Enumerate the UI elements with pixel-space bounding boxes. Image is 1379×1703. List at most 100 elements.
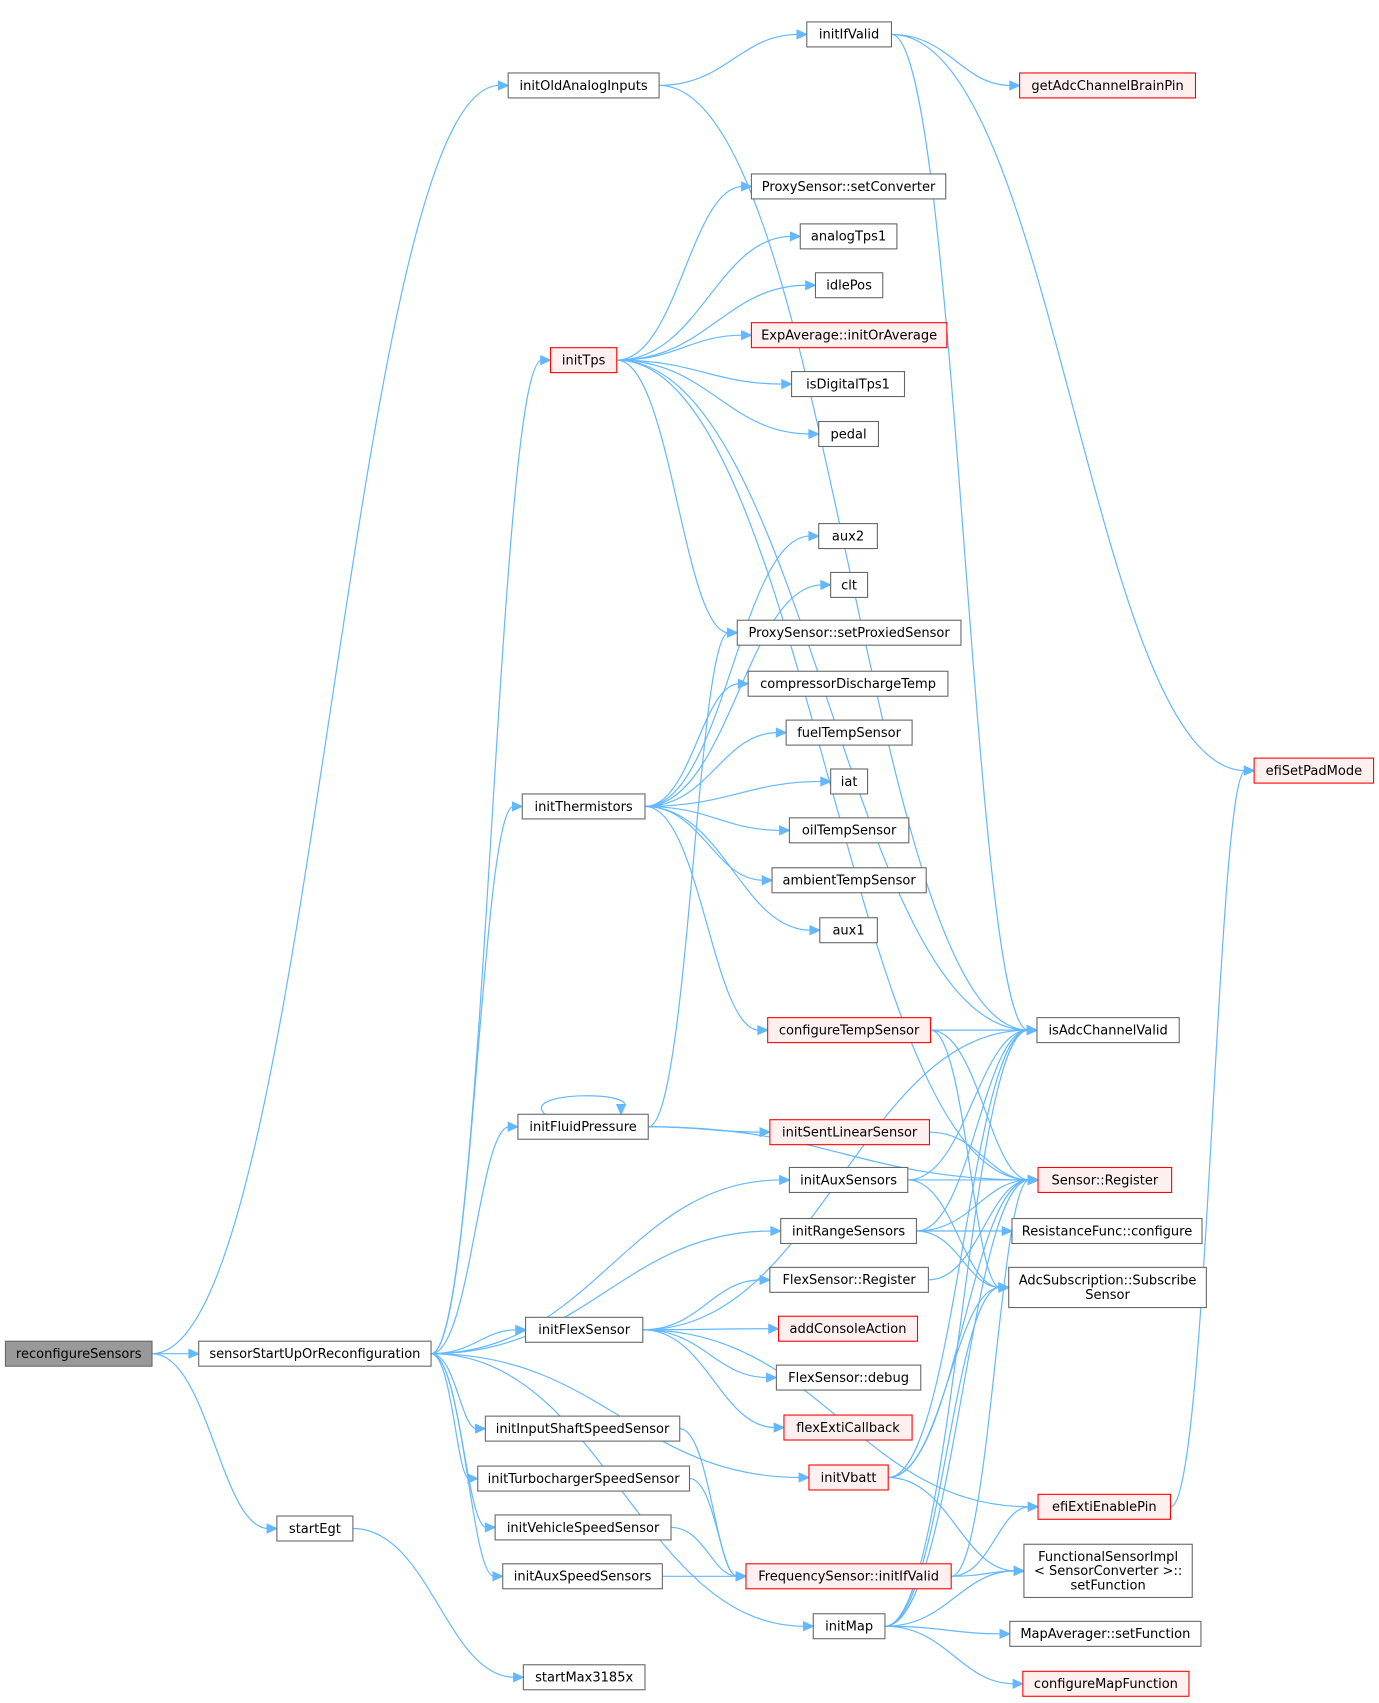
node-label: initVehicleSpeedSensor <box>507 1521 660 1536</box>
node-label: < SensorConverter >:: <box>1034 1564 1182 1579</box>
node-box <box>806 21 893 48</box>
node-initifvalid[interactable]: initIfValid <box>806 21 893 48</box>
node-isadcchannelvalid[interactable]: isAdcChannelValid <box>1036 1017 1180 1044</box>
node-initthermistors[interactable]: initThermistors <box>521 793 646 820</box>
node-label: startMax3185x <box>535 1671 633 1686</box>
node-proxysensor-setproxiedsensor[interactable]: ProxySensor::setProxiedSensor <box>736 619 962 646</box>
node-analogtps1[interactable]: analogTps1 <box>799 223 898 250</box>
node-initmap[interactable]: initMap <box>812 1613 886 1640</box>
node-initrangesensors[interactable]: initRangeSensors <box>780 1217 917 1245</box>
node-box <box>775 1364 922 1391</box>
arrowhead-icon <box>497 80 510 91</box>
edge-initflexsensor-to-addconsoleaction <box>642 1328 770 1331</box>
node-label: AdcSubscription::Subscribe <box>1019 1274 1197 1289</box>
node-sensorstartuporreconfiguration[interactable]: sensorStartUpOrReconfiguration <box>198 1340 432 1367</box>
edge-initvehiclespeedsensor-to-frequencysensor-initifvalid <box>671 1526 738 1577</box>
node-mapaverager-setfunction[interactable]: MapAverager::setFunction <box>1009 1620 1202 1647</box>
node-ambienttempsensor[interactable]: ambientTempSensor <box>771 867 927 894</box>
node-initfluidpressure[interactable]: initFluidPressure <box>517 1113 649 1140</box>
node-label: startEgt <box>289 1522 341 1537</box>
node-fueltempsensor[interactable]: fuelTempSensor <box>785 719 913 746</box>
arrowhead-icon <box>781 378 793 390</box>
edges-layer <box>152 29 1256 1689</box>
node-flexexticallback[interactable]: flexExtiCallback <box>783 1414 913 1441</box>
arrowhead-icon <box>761 875 774 886</box>
edge-initturbochargerspeedsensor-to-frequencysensor-initifvalid <box>689 1477 738 1577</box>
node-pedal[interactable]: pedal <box>818 420 879 448</box>
node-resistancefunc-configure[interactable]: ResistanceFunc::configure <box>1011 1217 1203 1245</box>
arrowhead-icon <box>737 678 750 689</box>
node-isdigitaltps1[interactable]: isDigitalTps1 <box>791 371 906 398</box>
node-initauxsensors[interactable]: initAuxSensors <box>788 1166 909 1193</box>
edge-initthermistors-to-ambienttempsensor <box>644 805 764 881</box>
node-efisetpadmode[interactable]: efiSetPadMode <box>1253 757 1375 784</box>
node-proxysensor-setconverter[interactable]: ProxySensor::setConverter <box>750 173 947 200</box>
node-startegt[interactable]: startEgt <box>276 1515 354 1542</box>
node-box <box>1011 1217 1203 1245</box>
node-flexsensor-debug[interactable]: FlexSensor::debug <box>775 1364 922 1391</box>
node-initauxspeedsensors[interactable]: initAuxSpeedSensors <box>502 1563 663 1590</box>
node-aux1[interactable]: aux1 <box>819 917 878 944</box>
node-inittps[interactable]: initTps <box>549 347 618 374</box>
node-box <box>549 347 618 374</box>
node-efiextienablepin[interactable]: efiExtiEnablePin <box>1037 1493 1172 1520</box>
node-label: FlexSensor::debug <box>788 1371 909 1386</box>
arrowhead-icon <box>802 1621 815 1632</box>
node-functionalsensorimpl-setfunction[interactable]: FunctionalSensorImpl< SensorConverter >:… <box>1023 1543 1193 1599</box>
arrowhead-icon <box>513 1672 525 1683</box>
node-aux2[interactable]: aux2 <box>818 523 878 550</box>
edge-initrangesensors-to-adcsubscription-subscribesensor <box>916 1230 1001 1289</box>
node-box <box>788 1166 909 1193</box>
node-getadcchannelbrainpin[interactable]: getAdcChannelBrainPin <box>1019 72 1197 99</box>
node-initsentlinearsensor[interactable]: initSentLinearSensor <box>769 1119 931 1146</box>
node-initflexsensor[interactable]: initFlexSensor <box>524 1316 644 1343</box>
edge-initifvalid-to-isadcchannelvalid <box>891 33 1029 1031</box>
edge-initmap-to-adcsubscription-subscribesensor <box>884 1286 1001 1627</box>
arrowhead-icon <box>796 29 809 40</box>
node-iat[interactable]: iat <box>830 768 869 795</box>
node-clt[interactable]: clt <box>830 571 869 598</box>
node-flexsensor-register[interactable]: FlexSensor::Register <box>769 1266 929 1293</box>
node-expaverage-initoraverage[interactable]: ExpAverage::initOrAverage <box>750 322 948 349</box>
arrowhead-icon <box>808 530 821 542</box>
node-initvbatt[interactable]: initVbatt <box>808 1464 889 1491</box>
node-compressordischargetemp[interactable]: compressorDischargeTemp <box>747 670 949 697</box>
edge-initmap-to-configuremapfunction <box>884 1625 1015 1685</box>
node-label: getAdcChannelBrainPin <box>1031 79 1183 94</box>
arrowhead-icon <box>726 627 739 638</box>
node-idlepos[interactable]: idlePos <box>814 272 884 299</box>
arrowhead-icon <box>540 354 552 366</box>
edge-sensorstartuporreconfiguration-to-initfluidpressure <box>431 1126 510 1355</box>
node-initinputshaftspeedsensor[interactable]: initInputShaftSpeedSensor <box>484 1415 681 1442</box>
edge-inittps-to-pedal <box>616 359 811 435</box>
node-configuremapfunction[interactable]: configureMapFunction <box>1022 1670 1190 1697</box>
node-addconsoleaction[interactable]: addConsoleAction <box>777 1315 919 1342</box>
node-box <box>745 1563 952 1590</box>
edge-initauxsensors-to-isadcchannelvalid <box>907 1029 1029 1181</box>
node-initturbochargerspeedsensor[interactable]: initTurbochargerSpeedSensor <box>477 1465 691 1492</box>
node-box <box>747 670 949 697</box>
node-reconfiguresensors[interactable]: reconfigureSensors <box>4 1340 153 1367</box>
node-frequencysensor-initifvalid[interactable]: FrequencySensor::initIfValid <box>745 1563 952 1590</box>
node-sensor-register[interactable]: Sensor::Register <box>1037 1166 1173 1193</box>
node-box <box>1036 1017 1180 1044</box>
node-oiltempsensor[interactable]: oilTempSensor <box>788 817 910 844</box>
edge-initmap-to-sensor-register <box>884 1179 1030 1627</box>
node-box <box>1008 1266 1207 1309</box>
node-box <box>783 1414 913 1441</box>
node-box <box>502 1563 663 1590</box>
node-initvehiclespeedsensor[interactable]: initVehicleSpeedSensor <box>494 1514 672 1541</box>
arrowhead-icon <box>808 428 821 440</box>
arrowhead-icon <box>789 231 802 242</box>
edge-inittps-to-idlepos <box>616 284 807 361</box>
node-label: iat <box>841 775 858 790</box>
arrowhead-icon <box>507 1121 520 1132</box>
arrowhead-icon <box>1012 1678 1025 1689</box>
arrowhead-icon <box>773 1422 786 1433</box>
arrowhead-icon <box>779 825 791 836</box>
node-initoldanaloginputs[interactable]: initOldAnalogInputs <box>507 72 660 99</box>
node-startmax3185x[interactable]: startMax3185x <box>522 1664 646 1691</box>
node-configuretempsensor[interactable]: configureTempSensor <box>767 1017 932 1044</box>
